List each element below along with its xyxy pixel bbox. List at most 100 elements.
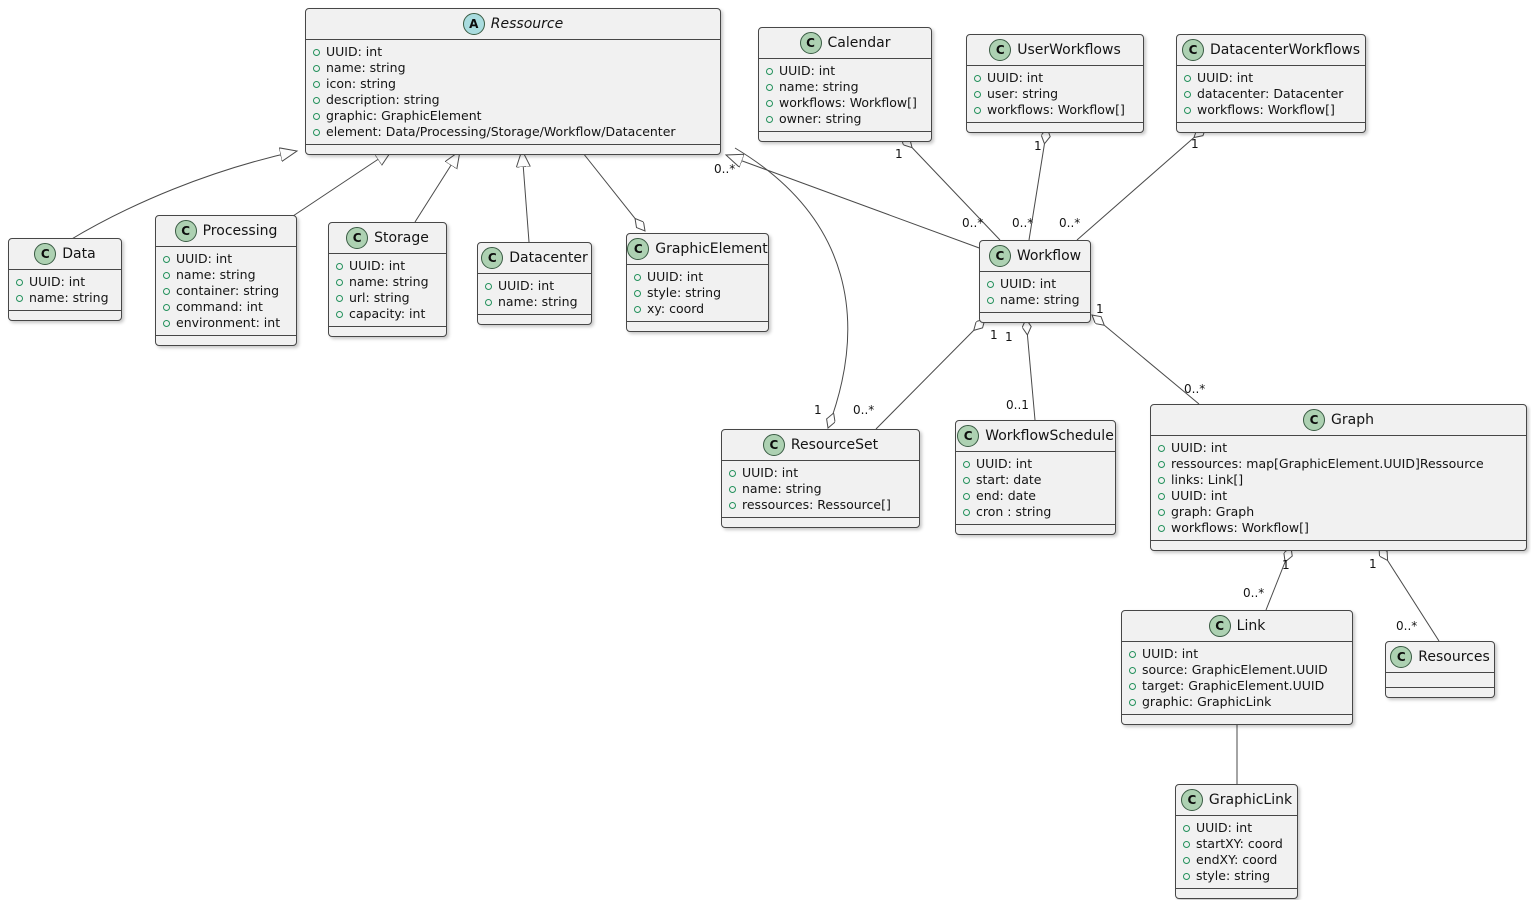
attribute-text: workflows: Workflow[] <box>987 102 1125 117</box>
field-visibility-icon <box>16 278 23 286</box>
field-visibility-icon <box>16 294 23 302</box>
field-visibility-icon <box>336 294 343 302</box>
class-icon: C <box>957 425 980 447</box>
methods-compartment <box>1151 541 1526 550</box>
attribute-text: command: int <box>176 299 263 314</box>
class-header: C Storage <box>329 223 446 254</box>
class-icon: C <box>346 227 369 249</box>
attribute-row: UUID: int <box>1158 488 1519 504</box>
attribute-text: UUID: int <box>498 278 555 293</box>
edge-processing-extends-ressource <box>292 150 392 217</box>
field-visibility-icon <box>336 278 343 286</box>
class-name: Calendar <box>827 35 891 51</box>
class-name: DatacenterWorkflows <box>1209 42 1361 58</box>
attribute-row: cron : string <box>963 504 1108 520</box>
attribute-row: style: string <box>1183 868 1290 884</box>
attribute-row: icon: string <box>313 76 713 92</box>
multiplicity-label: 0..* <box>853 403 874 417</box>
attribute-row: graphic: GraphicLink <box>1129 694 1345 710</box>
attribute-row: name: string <box>16 290 114 306</box>
field-visibility-icon <box>313 128 320 136</box>
multiplicity-label: 0..* <box>714 162 735 176</box>
attribute-row: links: Link[] <box>1158 472 1519 488</box>
multiplicity-label: 1 <box>1191 137 1199 151</box>
attribute-row: graph: Graph <box>1158 504 1519 520</box>
attribute-row: user: string <box>974 86 1136 102</box>
field-visibility-icon <box>313 64 320 72</box>
attribute-text: workflows: Workflow[] <box>1197 102 1335 117</box>
class-name: Graph <box>1331 412 1374 428</box>
attribute-row: name: string <box>313 60 713 76</box>
attribute-row: UUID: int <box>634 269 761 285</box>
attribute-text: UUID: int <box>1171 488 1228 503</box>
attribute-text: startXY: coord <box>1196 836 1283 851</box>
attributes-compartment <box>1386 673 1494 688</box>
field-visibility-icon <box>163 303 170 311</box>
multiplicity-label: 1 <box>1034 139 1042 153</box>
methods-compartment <box>759 132 931 141</box>
attribute-text: environment: int <box>176 315 281 330</box>
attribute-row: workflows: Workflow[] <box>766 95 924 111</box>
multiplicity-label: 0..* <box>1012 216 1033 230</box>
field-visibility-icon <box>1183 856 1190 864</box>
class-icon: C <box>1181 39 1204 61</box>
attribute-text: UUID: int <box>1142 646 1199 661</box>
attribute-text: UUID: int <box>647 269 704 284</box>
class-name: Processing <box>202 223 278 239</box>
class-name: Resources <box>1418 649 1490 665</box>
attribute-text: cron : string <box>976 504 1052 519</box>
attribute-text: owner: string <box>779 111 862 126</box>
multiplicity-label: 0..* <box>1243 586 1264 600</box>
field-visibility-icon <box>1158 508 1165 516</box>
class-name: WorkflowSchedule <box>985 428 1114 444</box>
field-visibility-icon <box>313 112 320 120</box>
class-icon: C <box>174 220 197 242</box>
attribute-text: graphic: GraphicLink <box>1142 694 1272 709</box>
methods-compartment <box>478 315 591 324</box>
field-visibility-icon <box>1184 106 1191 114</box>
class-name: Ressource <box>490 16 564 32</box>
class-icon: C <box>989 39 1012 61</box>
class-name: Workflow <box>1016 248 1082 264</box>
class-header: C Resources <box>1386 642 1494 673</box>
edge-resourceset-ressource <box>734 147 849 428</box>
field-visibility-icon <box>729 485 736 493</box>
attribute-row: UUID: int <box>1184 70 1358 86</box>
methods-compartment <box>9 311 121 320</box>
field-visibility-icon <box>634 273 641 281</box>
attribute-row: source: GraphicElement.UUID <box>1129 662 1345 678</box>
field-visibility-icon <box>1158 524 1165 532</box>
attribute-row: workflows: Workflow[] <box>1184 102 1358 118</box>
class-name: Storage <box>374 230 429 246</box>
attribute-row: startXY: coord <box>1183 836 1290 852</box>
attribute-row: datacenter: Datacenter <box>1184 86 1358 102</box>
attribute-text: start: date <box>976 472 1042 487</box>
attribute-text: UUID: int <box>326 44 383 59</box>
field-visibility-icon <box>766 99 773 107</box>
multiplicity-label: 1 <box>1005 330 1013 344</box>
attribute-row: name: string <box>485 294 584 310</box>
attribute-row: container: string <box>163 283 289 299</box>
field-visibility-icon <box>1158 492 1165 500</box>
edges <box>69 127 1440 784</box>
attribute-text: workflows: Workflow[] <box>779 95 917 110</box>
class-icon: C <box>1390 646 1413 668</box>
